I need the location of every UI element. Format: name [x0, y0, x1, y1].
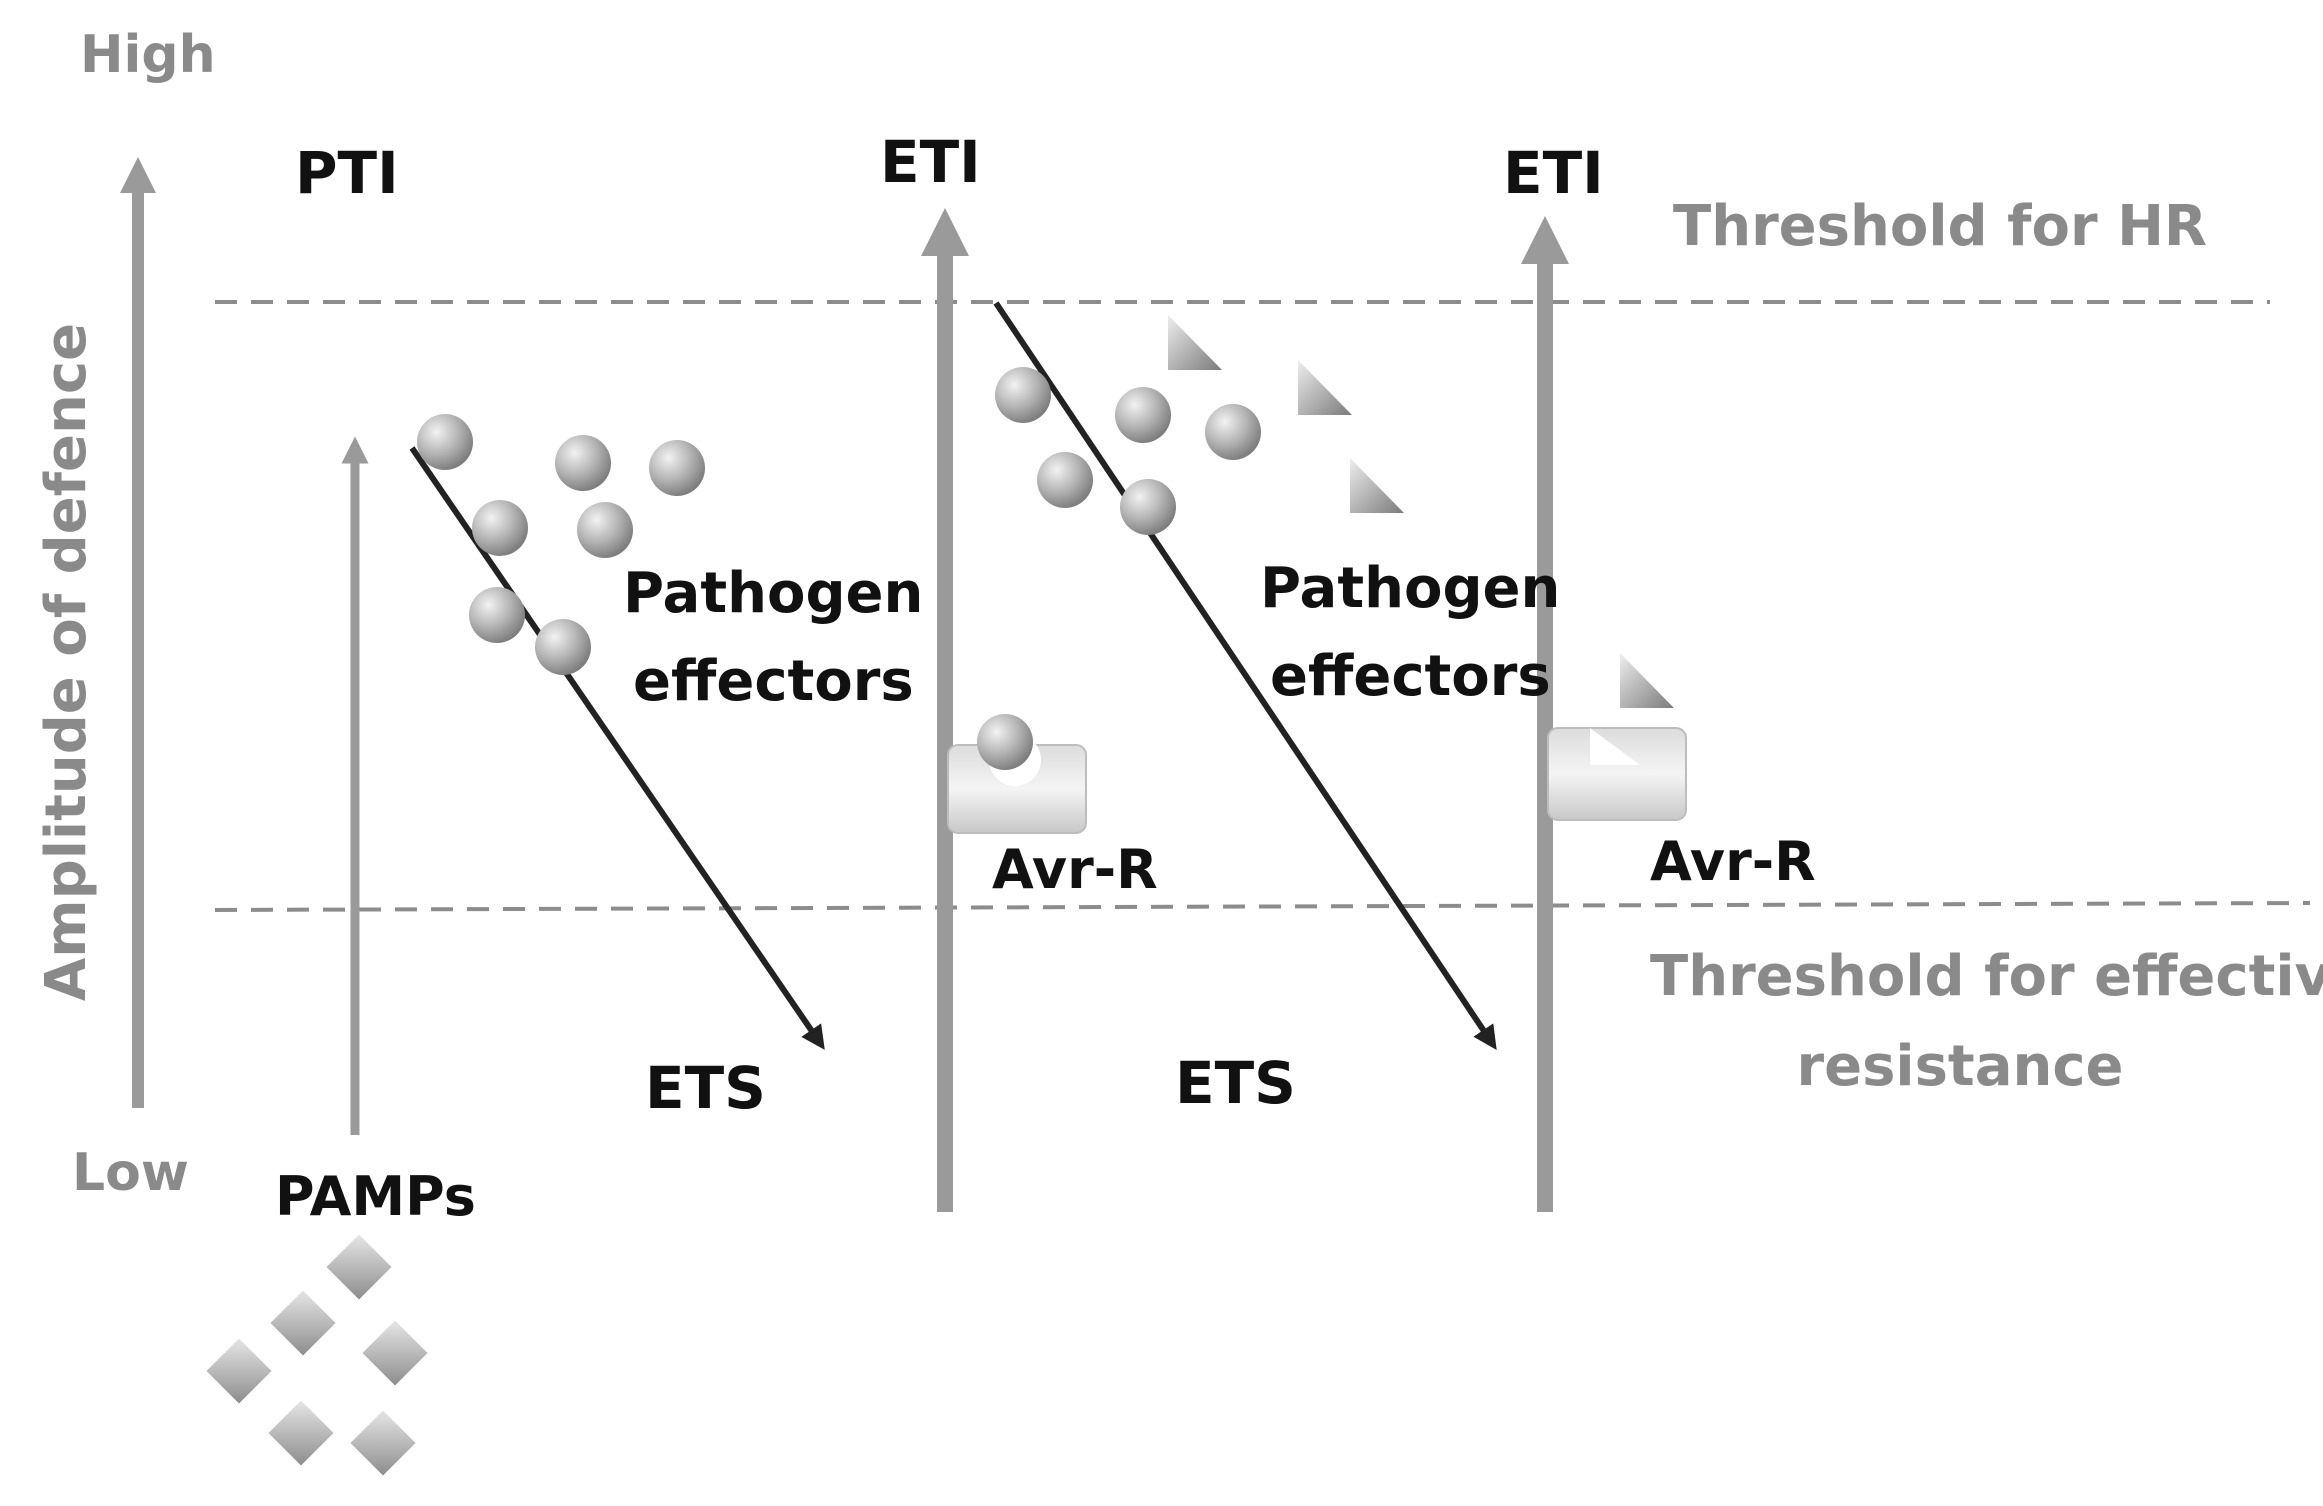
- triangle-effector: [1168, 315, 1222, 370]
- eti-label-2: ETI: [1503, 139, 1604, 207]
- threshold-resistance-label-line2: resistance: [1796, 1034, 2123, 1099]
- pamp-diamond: [362, 1320, 428, 1386]
- effector-ball: [1115, 387, 1171, 443]
- pamp-diamond: [270, 1290, 336, 1356]
- pamp-diamond: [268, 1400, 334, 1466]
- pathogen-effectors-label-1-line1: Pathogen: [623, 561, 923, 626]
- avr-r-label-2: Avr-R: [1650, 830, 1816, 893]
- axis-low-label: Low: [72, 1143, 189, 1203]
- pamp-diamond: [326, 1234, 392, 1300]
- effector-ball: [995, 367, 1051, 423]
- pathogen-effectors-label-2-line1: Pathogen: [1260, 556, 1560, 621]
- effector-ball: [472, 500, 528, 556]
- effector-ball: [1037, 452, 1093, 508]
- avr-r-label-1: Avr-R: [992, 838, 1158, 901]
- triangle-effector: [1350, 458, 1404, 513]
- eti-label-1: ETI: [880, 128, 981, 196]
- pti-label: PTI: [295, 139, 399, 207]
- threshold-hr-label: Threshold for HR: [1673, 194, 2207, 259]
- effector-ball: [555, 435, 611, 491]
- triangle-effectors: [1168, 315, 1674, 708]
- threshold-resistance-line: [214, 901, 2311, 912]
- effector-ball: [535, 619, 591, 675]
- pamp-diamond: [350, 1410, 416, 1476]
- pamp-diamond: [206, 1338, 272, 1404]
- effector-ball: [649, 440, 705, 496]
- effector-ball: [1120, 479, 1176, 535]
- pamps-label: PAMPs: [275, 1165, 476, 1228]
- pathogen-effectors-label-1-line2: effectors: [633, 649, 914, 714]
- effector-balls-group-1: [417, 414, 705, 675]
- triangle-effector: [1620, 653, 1674, 708]
- triangle-effector: [1298, 360, 1352, 415]
- effector-ball: [469, 587, 525, 643]
- effector-ball: [577, 502, 633, 558]
- bound-effector-ball: [977, 714, 1033, 770]
- pamps-diamonds: [206, 1234, 428, 1476]
- threshold-resistance-label-line1: Threshold for effective: [1650, 944, 2323, 1009]
- ets-label-1: ETS: [645, 1054, 766, 1122]
- axis-high-label: High: [80, 25, 216, 85]
- effector-ball: [417, 414, 473, 470]
- ets-arrow-2: [993, 301, 1497, 1050]
- pathogen-effectors-label-2-line2: effectors: [1270, 644, 1551, 709]
- avr-r-receptor-1: [947, 714, 1087, 834]
- effector-balls-group-2: [995, 367, 1261, 535]
- ets-label-2: ETS: [1175, 1049, 1296, 1117]
- avr-r-receptor-2: [1547, 727, 1687, 821]
- effector-ball: [1205, 404, 1261, 460]
- y-axis-title: Amplitude of defence: [34, 323, 99, 1001]
